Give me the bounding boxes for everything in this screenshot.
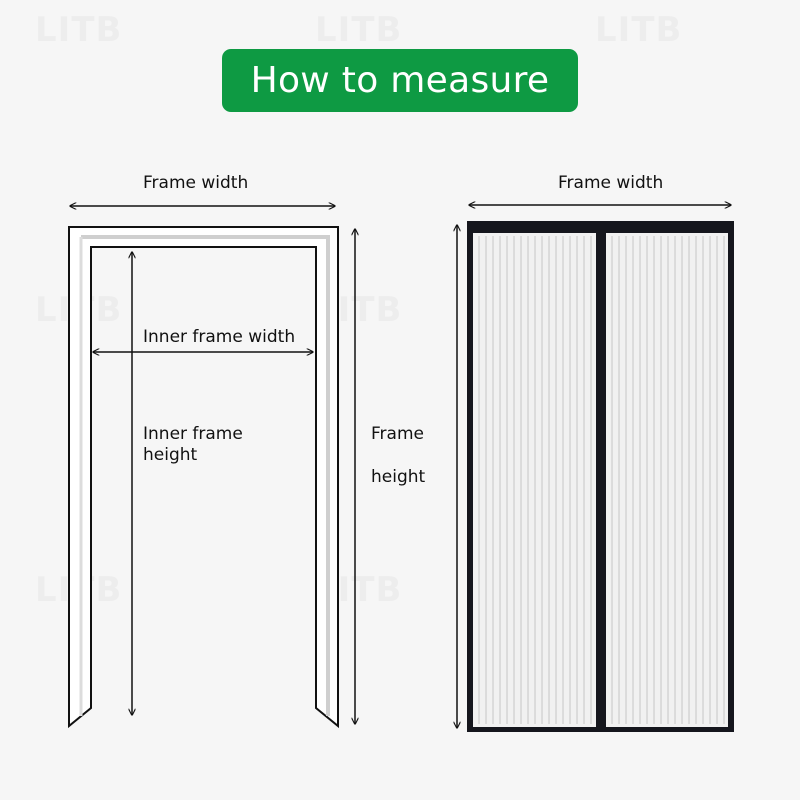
inner-frame-height-label-line2: height	[143, 445, 198, 465]
inner-frame-height-label-line1: Inner frame	[143, 424, 243, 444]
door-frame	[68, 226, 339, 729]
magnetic-screen-curtain	[467, 221, 734, 732]
frame-height-label-line1: Frame	[371, 424, 424, 444]
curtain-frame-width-label: Frame width	[558, 173, 664, 193]
inner-frame-width-label: Inner frame width	[143, 327, 296, 347]
page-title: How to measure	[250, 60, 550, 101]
frame-width-label: Frame width	[143, 173, 249, 193]
frame-height-label-line2: height	[371, 467, 426, 487]
title-banner: How to measure	[222, 49, 578, 112]
